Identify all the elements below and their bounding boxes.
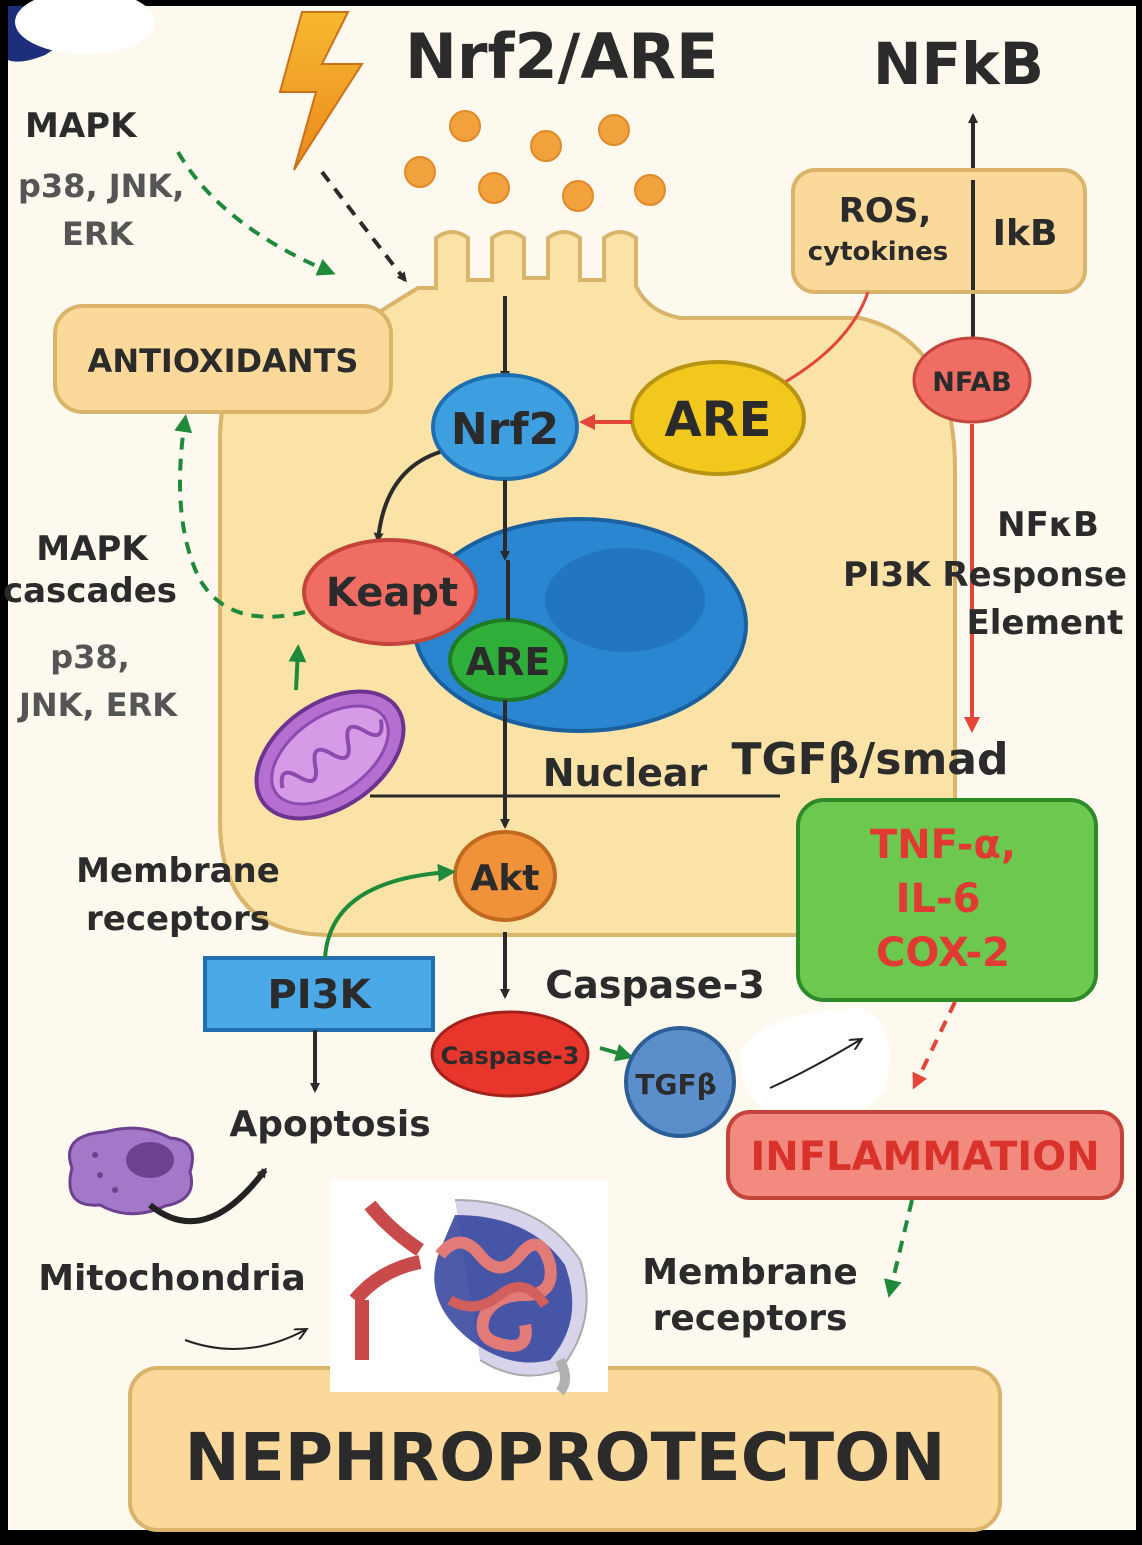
- mitochondria-label: Mitochondria: [38, 1258, 306, 1299]
- antioxidants-label: ANTIOXIDANTS: [88, 342, 359, 380]
- ligand-dot: [634, 174, 666, 206]
- mapk-top-label: MAPK: [25, 106, 138, 146]
- membrane-receptors-left-2: receptors: [86, 899, 270, 939]
- ligand-dots: [404, 110, 666, 212]
- stress-lightning-icon: [278, 11, 364, 171]
- cytokine-box: [796, 798, 1098, 1002]
- nuclear-label: Nuclear: [543, 751, 708, 795]
- are-outer-node: [630, 360, 806, 476]
- keapt-node: [302, 538, 478, 646]
- ligand-dot: [404, 156, 436, 188]
- response-label-3: Element: [967, 603, 1124, 643]
- arrow-inflammation-to-receptors: [884, 1199, 914, 1298]
- caspase-header: Caspase-3: [545, 963, 765, 1007]
- are-outer-label: ARE: [665, 392, 772, 448]
- ligand-dot: [562, 180, 594, 212]
- arrow-tgfb-thin: [769, 1040, 860, 1089]
- membrane-receptors-right-1: Membrane: [642, 1252, 858, 1293]
- glomerulus-illustration: [330, 1180, 608, 1396]
- nrf2-label: Nrf2: [451, 404, 559, 455]
- ros-label: ROS,: [839, 191, 932, 231]
- pi3k-label: PI3K: [267, 972, 372, 1018]
- ligand-dot: [449, 110, 481, 142]
- arrow-pi3k-to-akt: [323, 863, 456, 959]
- apoptosis-label: Apoptosis: [229, 1104, 430, 1145]
- immune-cell-icon: [67, 1126, 194, 1216]
- mapk-top-sub2: ERK: [62, 215, 135, 253]
- caspase-node: [430, 1010, 590, 1098]
- nfab-label: NFAB: [932, 367, 1011, 398]
- arrow-mapk-to-cell: [176, 151, 336, 276]
- nfab-node: [912, 336, 1032, 424]
- arrow-nrf2-to-keapt: [373, 450, 441, 543]
- ligand-dot: [478, 172, 510, 204]
- arrow-stress-to-cell: [320, 170, 407, 283]
- mitochondrion-icon: [254, 689, 406, 821]
- antioxidants-box: [53, 304, 393, 414]
- keapt-label: Keapt: [326, 570, 458, 616]
- arrow-cell-to-apoptosis: [148, 1167, 268, 1225]
- arrow-keapt-to-antioxidants: [174, 414, 306, 619]
- arrow-mito-thin: [184, 1330, 305, 1350]
- nfkb-title: NFkB: [873, 30, 1044, 98]
- inflammation-box: [726, 1110, 1124, 1200]
- arrow-cytokine-to-inflammation: [912, 1001, 957, 1090]
- cytokine-label-1: TNF-α,: [870, 822, 1016, 868]
- cytokines-label: cytokines: [808, 237, 948, 267]
- mapk-mid-sub2: JNK, ERK: [17, 686, 178, 724]
- nephroprotection-label: NEPHROPROTECTON: [184, 1419, 945, 1496]
- cytokine-label-3: COX-2: [876, 930, 1010, 976]
- cytokine-label-2: IL-6: [896, 876, 981, 922]
- arrow-ros-to-are: [779, 291, 870, 387]
- white-patch: [740, 1008, 890, 1118]
- akt-label: Akt: [470, 858, 539, 899]
- response-label-2: PI3K Response: [843, 555, 1127, 595]
- ikb-label: IkB: [993, 213, 1058, 254]
- diagram-title: Nrf2/ARE: [405, 20, 718, 93]
- nrf2-node: [431, 373, 579, 481]
- corner-highlight: [15, 0, 155, 54]
- response-label-1: NFκB: [997, 505, 1099, 545]
- ligand-dot: [598, 114, 630, 146]
- arrow-mito-to-keapt: [288, 644, 307, 691]
- pi3k-box: [203, 956, 435, 1032]
- caspase-node-label: Caspase-3: [441, 1042, 580, 1070]
- mapk-top-sub1: p38, JNK,: [18, 167, 184, 205]
- membrane-receptors-right-2: receptors: [653, 1298, 848, 1339]
- ligand-dot: [530, 130, 562, 162]
- tgf-smad-label: TGFβ/smad: [732, 734, 1009, 785]
- ros-ikb-box: [791, 168, 1087, 294]
- mapk-cascades-1: MAPK: [36, 529, 149, 569]
- mapk-cascades-2: cascades: [3, 571, 177, 611]
- tgfb-node: [624, 1026, 736, 1138]
- mapk-mid-sub1: p38,: [50, 638, 130, 676]
- tgfb-node-label: TGFβ: [635, 1068, 716, 1101]
- arrow-caspase-to-tgfb: [599, 1044, 634, 1062]
- membrane-receptors-left-1: Membrane: [76, 851, 280, 891]
- inflammation-label: INFLAMMATION: [750, 1134, 1099, 1180]
- are-nucleus-label: ARE: [466, 640, 551, 684]
